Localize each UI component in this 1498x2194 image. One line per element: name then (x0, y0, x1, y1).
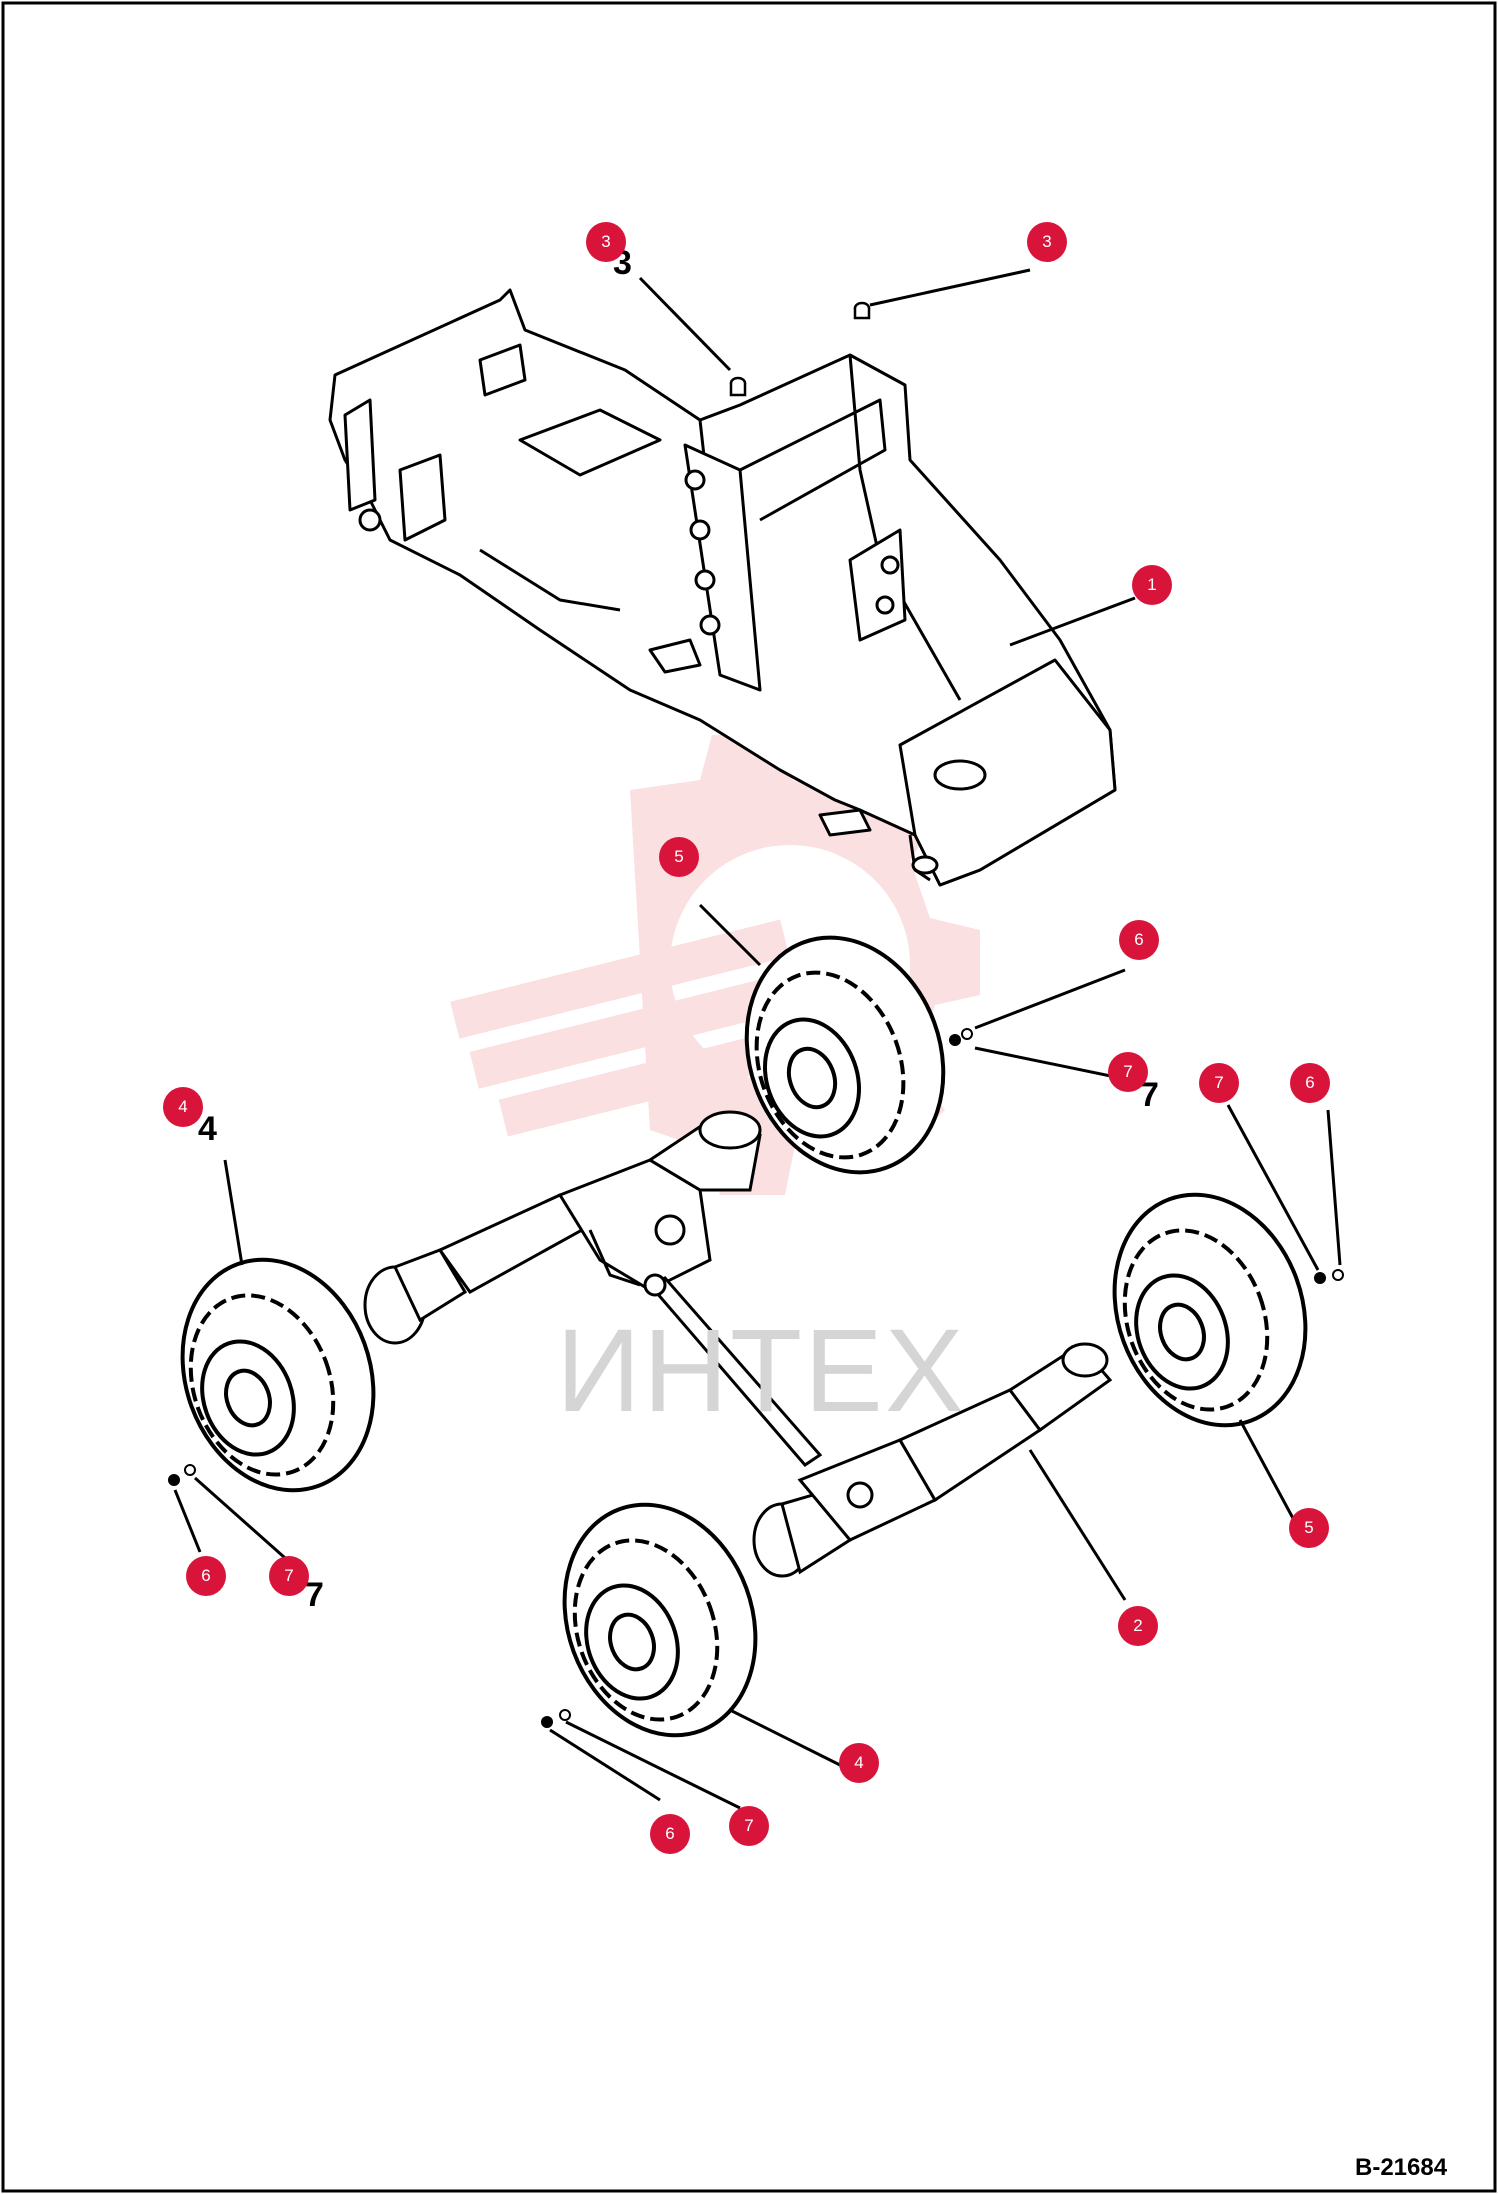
ghost-number-7: 7 (305, 1576, 324, 1614)
drive-shaft-part (643, 1273, 823, 1467)
callout-4[interactable]: 4 (839, 1743, 879, 1783)
callout-1[interactable]: 1 (1132, 565, 1172, 605)
callout-7[interactable]: 7 (269, 1556, 309, 1596)
ghost-number-7b: 7 (1140, 1076, 1159, 1114)
callout-7[interactable]: 7 (1108, 1052, 1148, 1092)
callout-7[interactable]: 7 (729, 1806, 769, 1846)
tire-part-lower (562, 1502, 758, 1738)
callout-7[interactable]: 7 (1199, 1063, 1239, 1103)
callout-2[interactable]: 2 (1118, 1606, 1158, 1646)
watermark-text: ИНТЕХ (556, 1305, 966, 1437)
tire-part-right (1112, 1192, 1308, 1428)
tire-part-upper (744, 935, 946, 1175)
callout-4[interactable]: 4 (163, 1087, 203, 1127)
callout-6[interactable]: 6 (186, 1556, 226, 1596)
callout-5[interactable]: 5 (1289, 1508, 1329, 1548)
callout-6[interactable]: 6 (650, 1814, 690, 1854)
leader-lines (173, 268, 1342, 1810)
callout-6[interactable]: 6 (1290, 1063, 1330, 1103)
ghost-number-4: 4 (198, 1110, 217, 1148)
nut-part (168, 1028, 1344, 1728)
callout-6[interactable]: 6 (1119, 920, 1159, 960)
callout-3[interactable]: 3 (1027, 222, 1067, 262)
tire-part-left (180, 1257, 376, 1493)
callout-5[interactable]: 5 (659, 837, 699, 877)
rear-axle-part (363, 1110, 762, 1345)
main-frame-part (328, 288, 1117, 887)
cap-part (729, 301, 871, 397)
front-axle-part (752, 1342, 1113, 1578)
drawing-number: B-21684 (1355, 2154, 1448, 2181)
callout-3[interactable]: 3 (586, 222, 626, 262)
